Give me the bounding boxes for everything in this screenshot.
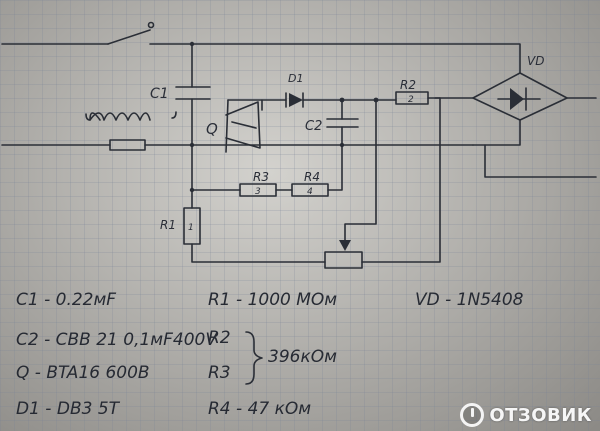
junction-dot bbox=[189, 142, 195, 148]
capacitor-c1 bbox=[175, 86, 211, 100]
resistor-r3 bbox=[239, 183, 277, 197]
legend-vd: VD - 1N5408 bbox=[415, 290, 524, 310]
label-r2: R2 bbox=[400, 78, 416, 92]
label-r1: R1 bbox=[160, 218, 176, 232]
junction-dot bbox=[339, 97, 345, 103]
label-r3-body: 3 bbox=[255, 187, 261, 197]
legend-r1: R1 - 1000 MOм bbox=[208, 290, 337, 310]
triac-q bbox=[225, 99, 261, 153]
resistor-r4 bbox=[291, 183, 329, 197]
diode-bridge-vd bbox=[472, 72, 568, 121]
coil-symbol bbox=[85, 111, 177, 121]
legend-r2r3-value: 396кОм bbox=[268, 347, 337, 367]
label-q: Q bbox=[206, 120, 218, 138]
diac-d1 bbox=[285, 92, 304, 108]
legend-d1: D1 - DB3 5T bbox=[16, 399, 121, 419]
legend-c1: C1 - 0.22мF bbox=[16, 290, 116, 310]
label-c2: C2 bbox=[305, 119, 322, 134]
legend-q: Q - BTA16 600В bbox=[16, 363, 150, 383]
otzovik-watermark: ОТЗОВИК bbox=[460, 403, 592, 427]
resistor-r2 bbox=[395, 91, 429, 105]
legend-c2: C2 - CBB 21 0,1мF400V bbox=[16, 330, 218, 350]
label-r2-body: 2 bbox=[408, 95, 414, 105]
label-c1: C1 bbox=[150, 86, 169, 102]
capacitor-c2 bbox=[326, 118, 359, 128]
junction-dot bbox=[189, 187, 195, 193]
resistor-r1 bbox=[183, 207, 201, 245]
junction-dot bbox=[373, 97, 379, 103]
legend-r4: R4 - 47 кОм bbox=[208, 399, 311, 419]
fuse-symbol bbox=[109, 139, 146, 151]
label-r1-body: 1 bbox=[188, 223, 194, 233]
label-vd: VD bbox=[527, 54, 544, 68]
label-r4: R4 bbox=[304, 170, 320, 184]
watermark-text: ОТЗОВИК bbox=[489, 404, 592, 426]
component-legend: C1 - 0.22мF C2 - CBB 21 0,1мF400V Q - BT… bbox=[16, 290, 524, 419]
label-d1: D1 bbox=[288, 72, 303, 85]
junction-dot bbox=[189, 41, 195, 47]
legend-r2: R2 bbox=[208, 328, 231, 348]
junction-dot bbox=[339, 142, 345, 148]
power-icon bbox=[460, 403, 485, 427]
legend-r3: R3 bbox=[208, 363, 231, 383]
wires bbox=[1, 21, 597, 263]
legend-brace bbox=[245, 331, 263, 385]
potentiometer bbox=[324, 240, 363, 269]
label-r4-body: 4 bbox=[307, 187, 313, 197]
label-r3: R3 bbox=[253, 170, 269, 184]
